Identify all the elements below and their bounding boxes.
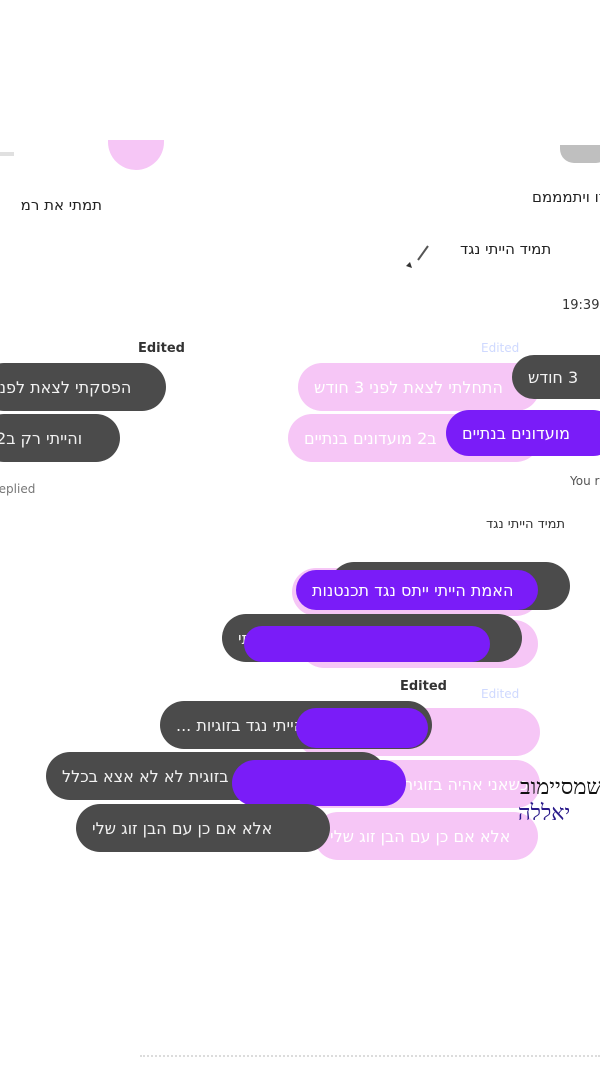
edited-label-left: Edited [138, 341, 185, 356]
top-left-text: תמתי את רמ [20, 196, 102, 214]
top-right-text: ידו ויתמממם [532, 188, 600, 206]
message-bubble-purple-6[interactable] [232, 760, 406, 806]
gray-bubble-fragment [560, 145, 600, 163]
message-bubble-left-1[interactable]: הפסקתי לצאת לפני [0, 363, 166, 411]
message-bubble-right-1[interactable]: 3 חודש [512, 355, 600, 399]
gray-tick-left [0, 152, 14, 156]
message-bubble-left-2[interactable]: והייתי רק ב2 [0, 414, 120, 462]
side-label-2: יאללה [518, 801, 571, 826]
message-bubble-purple-4[interactable] [244, 626, 490, 662]
edited-label-left-2: Edited [400, 679, 447, 694]
reply-quote-text-2: תמיד הייתי נגד [486, 517, 566, 532]
message-bubble-purple-5[interactable] [296, 708, 428, 748]
edited-label-right: Edited [481, 341, 520, 355]
replied-label-right: You r [570, 474, 600, 488]
side-label-1: שמסיימוב [520, 775, 600, 800]
message-bubble-purple-right-2[interactable]: מועדונים בנתיים [446, 410, 600, 456]
reply-arrow-icon [404, 244, 432, 270]
message-time: 19:39 [562, 298, 600, 313]
bottom-divider [140, 1055, 600, 1057]
reply-quote-text: תמיד הייתי נגד [460, 240, 552, 258]
message-bubble-purple-3[interactable]: האמת הייתי ייתס נגד תכנטנות [296, 570, 538, 610]
message-bubble-pink-7[interactable]: אלא אם כן עם הבן זוג שלי [314, 812, 538, 860]
message-bubble-pink-1[interactable]: התחלתי לצאת לפני 3 חודש [298, 363, 540, 411]
message-bubble-dark-7[interactable]: אלא אם כן עם הבן זוג שלי [76, 804, 330, 852]
pink-avatar-fragment [108, 140, 164, 170]
replied-label-left: replied [0, 482, 36, 496]
edited-label-right-2: Edited [481, 687, 520, 701]
